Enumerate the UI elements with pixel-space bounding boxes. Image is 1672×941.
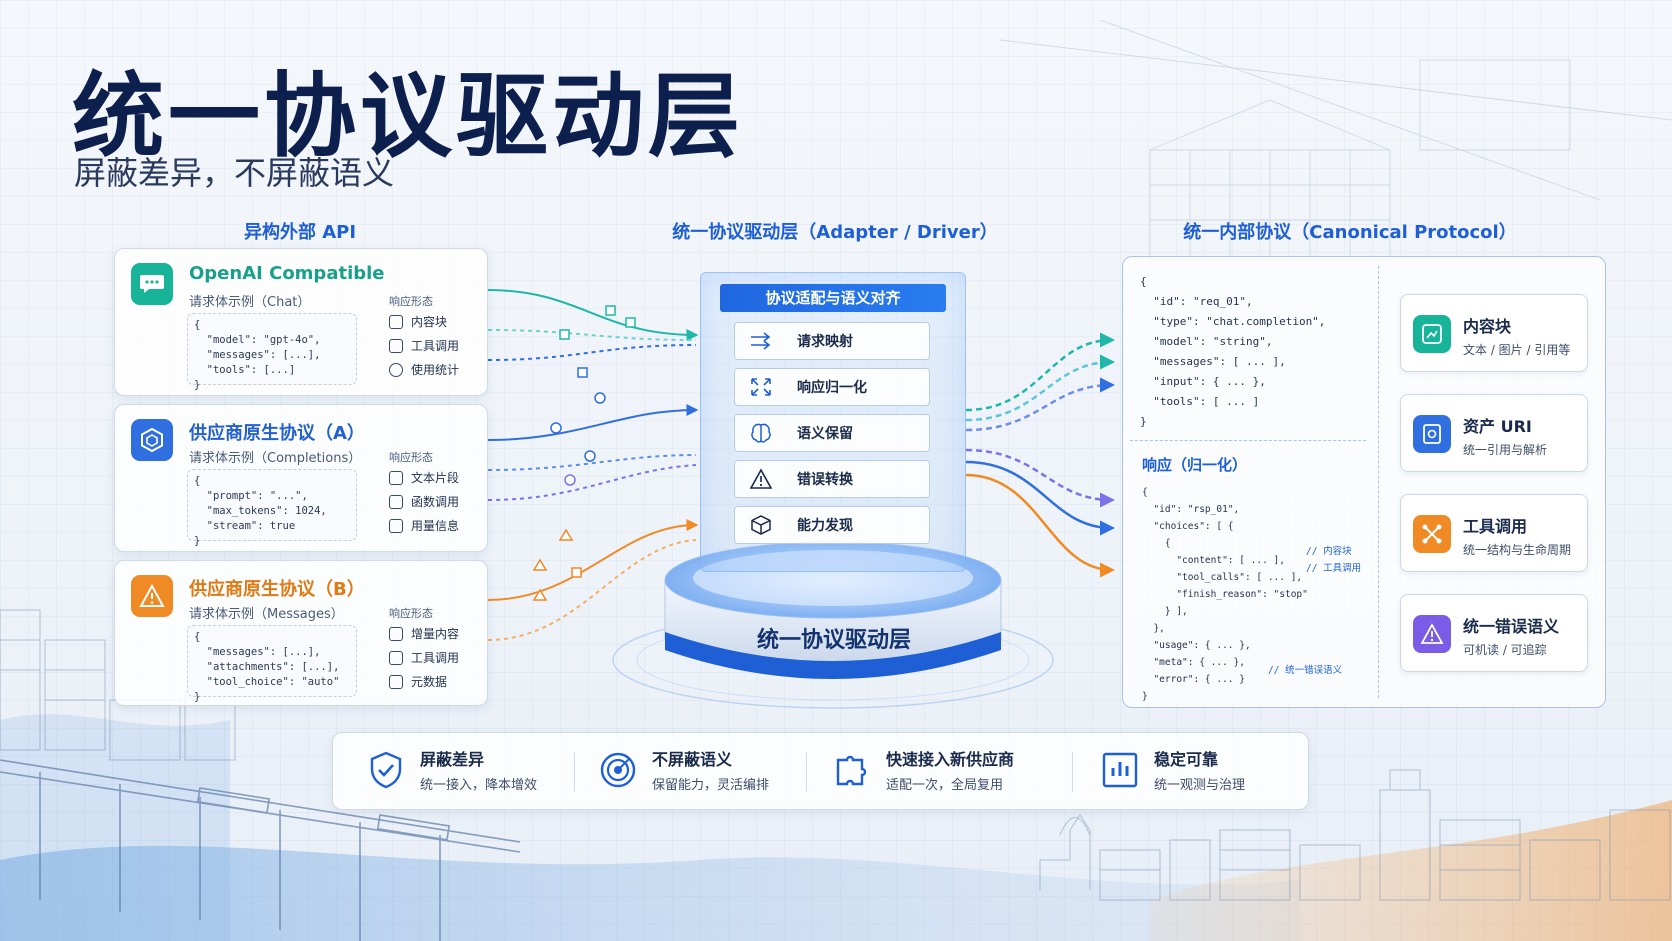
benefit-separator [806, 752, 807, 792]
function-icon [389, 494, 403, 509]
canonical-request-json: { "id": "req_01", "type": "chat.completi… [1140, 275, 1326, 428]
response-item: 用量信息 [389, 517, 459, 534]
canonical-card-tool-call: 工具调用 统一结构与生命周期 [1400, 494, 1588, 572]
source-subtitle: 请求体示例（Chat） [189, 295, 311, 310]
panel-divider [1378, 266, 1379, 698]
doc-icon [389, 314, 403, 329]
response-item: 工具调用 [389, 337, 459, 354]
response-item: 工具调用 [389, 649, 459, 666]
response-item: 文本片段 [389, 469, 459, 486]
warning-triangle-icon [131, 575, 173, 617]
card-subtitle: 统一结构与生命周期 [1463, 543, 1572, 557]
card-subtitle: 可机读 / 可追踪 [1463, 643, 1547, 657]
chart-icon [1102, 752, 1138, 788]
platform-base [612, 541, 1054, 709]
canonical-card-content-block: 内容块 文本 / 图片 / 引用等 [1400, 294, 1588, 372]
hexagon-icon [131, 419, 173, 461]
response-item: 元数据 [389, 673, 447, 690]
comment-error-semantics: // 统一错误语义 [1268, 665, 1343, 676]
brain-icon [751, 423, 771, 443]
error-warning-icon [1413, 615, 1451, 653]
canonical-card-asset-uri: 资产 URI 统一引用与解析 [1400, 394, 1588, 472]
asset-uri-icon [1413, 415, 1451, 453]
benefits-bar [332, 732, 1309, 810]
bar-chart-icon [389, 518, 403, 533]
request-code: { "messages": [...], "attachments": [...… [187, 625, 357, 703]
source-title: OpenAI Compatible [189, 263, 385, 284]
function-response-normalize: 响应归一化 [734, 368, 930, 406]
benefit-item: 稳定可靠 统一观测与治理 [1100, 744, 1300, 798]
card-subtitle: 统一引用与解析 [1463, 443, 1548, 457]
function-request-mapping: 请求映射 [734, 322, 930, 360]
heading-left: 异构外部 API [243, 222, 357, 243]
chat-bubble-icon [131, 263, 173, 305]
tool-icon [389, 338, 403, 353]
metadata-icon [389, 674, 403, 689]
stats-icon [389, 362, 403, 377]
arrows-right-icon [751, 332, 771, 350]
benefit-item: 屏蔽差异 统一接入，降本增效 [366, 744, 576, 798]
content-block-icon [1413, 315, 1451, 353]
shield-check-icon [370, 751, 402, 789]
response-item: 增量内容 [389, 625, 459, 642]
puzzle-icon [836, 755, 867, 786]
platform-label: 统一协议驱动层 [756, 628, 911, 653]
page-title: 统一协议驱动层 [72, 63, 745, 170]
comment-content-block: // 内容块 [1306, 546, 1352, 557]
cube-icon [751, 515, 771, 535]
benefit-item: 不屏蔽语义 保留能力，灵活编排 [598, 744, 808, 798]
response-label: 响应形态 [389, 295, 433, 308]
response-item: 函数调用 [389, 493, 459, 510]
source-subtitle: 请求体示例（Completions） [189, 451, 362, 466]
card-title: 统一错误语义 [1463, 617, 1560, 636]
response-item: 使用统计 [389, 361, 459, 378]
benefit-separator [574, 752, 575, 792]
alert-triangle-icon [749, 468, 773, 489]
adapter-title-bar: 协议适配与语义对齐 [720, 284, 946, 312]
source-title: 供应商原生协议（A） [189, 423, 365, 444]
request-code: { "prompt": "...", "max_tokens": 1024, "… [187, 469, 357, 547]
benefit-separator [1072, 752, 1073, 792]
panel-divider [1130, 440, 1366, 441]
response-heading: 响应（归一化） [1142, 456, 1248, 474]
page-subtitle: 屏蔽差异，不屏蔽语义 [74, 154, 395, 192]
target-icon [600, 752, 636, 788]
canonical-response-json: { "id": "rsp_01", "choices": [ { { "cont… [1142, 487, 1308, 702]
source-card-vendor-a: 供应商原生协议（A） 请求体示例（Completions） { "prompt"… [114, 404, 488, 552]
source-title: 供应商原生协议（B） [189, 579, 365, 600]
heading-right: 统一内部协议（Canonical Protocol） [1183, 222, 1517, 243]
tool-call-icon [1413, 515, 1451, 553]
source-subtitle: 请求体示例（Messages） [189, 607, 344, 622]
canonical-card-error-semantics: 统一错误语义 可机读 / 可追踪 [1400, 594, 1588, 672]
benefit-item: 快速接入新供应商 适配一次，全局复用 [832, 744, 1062, 798]
plus-icon [389, 626, 403, 641]
function-error-convert: 错误转换 [734, 460, 930, 498]
request-code: { "model": "gpt-4o", "messages": [...], … [187, 313, 357, 391]
source-card-vendor-b: 供应商原生协议（B） 请求体示例（Messages） { "messages":… [114, 560, 488, 706]
card-title: 资产 URI [1463, 417, 1532, 436]
doc-icon [389, 470, 403, 485]
card-title: 内容块 [1463, 317, 1512, 336]
function-semantic-preserve: 语义保留 [734, 414, 930, 452]
source-card-openai: OpenAI Compatible 请求体示例（Chat） { "model":… [114, 248, 488, 396]
function-capability-discovery: 能力发现 [734, 506, 930, 544]
response-item: 内容块 [389, 313, 447, 330]
response-label: 响应形态 [389, 451, 433, 464]
card-subtitle: 文本 / 图片 / 引用等 [1463, 343, 1571, 357]
comment-tool-call: // 工具调用 [1306, 563, 1362, 574]
card-title: 工具调用 [1463, 517, 1528, 536]
expand-arrows-icon [751, 378, 771, 396]
heading-center: 统一协议驱动层（Adapter / Driver） [672, 222, 998, 243]
tool-icon [389, 650, 403, 665]
response-label: 响应形态 [389, 607, 433, 620]
